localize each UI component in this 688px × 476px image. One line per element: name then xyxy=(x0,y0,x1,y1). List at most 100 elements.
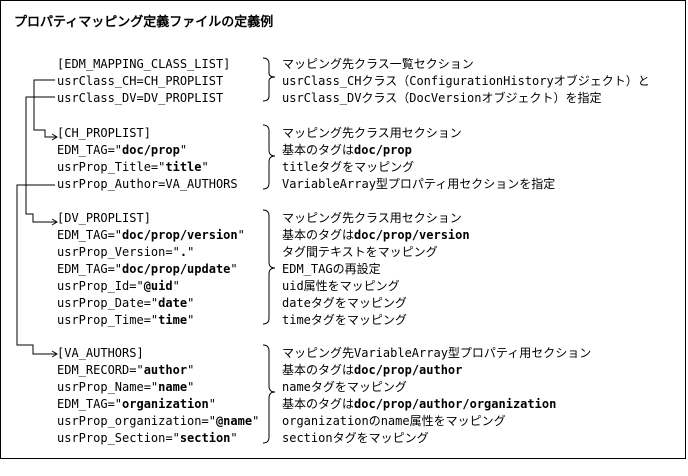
code-text: EDM_RECORD=" xyxy=(57,363,144,377)
code-text: usrProp_Author=VA_AUTHORS xyxy=(57,177,238,191)
desc-block-class-list: マッピング先クラス一覧セクション usrClass_CHクラス（Configura… xyxy=(282,56,650,107)
desc-bold-text: doc/prop/version xyxy=(354,228,470,242)
desc-line: 基本のタグはdoc/prop xyxy=(282,142,555,159)
code-block-dv-proplist: [DV_PROPLIST]EDM_TAG="doc/prop/version"u… xyxy=(57,210,245,329)
desc-line: timeタグをマッピング xyxy=(282,312,470,329)
code-text: usrProp_Version=" xyxy=(57,245,180,259)
code-block-ch-proplist: [CH_PROPLIST]EDM_TAG="doc/prop"usrProp_T… xyxy=(57,125,238,193)
desc-text: usrClass_CHクラス（ConfigurationHistoryオブジェク… xyxy=(282,74,650,88)
desc-text: uid属性をマッピング xyxy=(282,279,400,293)
code-line: usrProp_organization="@name" xyxy=(57,413,259,430)
desc-text: タグ間テキストをマッピング xyxy=(282,245,438,259)
desc-text: マッピング先クラス一覧セクション xyxy=(282,57,474,71)
code-line: usrProp_Section="section" xyxy=(57,430,259,447)
code-text: EDM_TAG=" xyxy=(57,262,123,276)
code-line: EDM_TAG="doc/prop/update" xyxy=(57,261,245,278)
code-text: EDM_TAG=" xyxy=(57,397,123,411)
desc-line: usrClass_DVクラス（DocVersionオブジェクト）を指定 xyxy=(282,90,650,107)
code-text: usrProp_Section=" xyxy=(57,431,180,445)
code-text: [VA_AUTHORS] xyxy=(57,346,144,360)
desc-line: dateタグをマッピング xyxy=(282,295,470,312)
code-line: usrClass_DV=DV_PROPLIST xyxy=(57,90,230,107)
desc-line: nameタグをマッピング xyxy=(282,379,591,396)
desc-line: 基本のタグはdoc/prop/author xyxy=(282,362,591,379)
code-line: usrProp_Name="name" xyxy=(57,379,259,396)
code-block-va-authors: [VA_AUTHORS]EDM_RECORD="author"usrProp_N… xyxy=(57,345,259,447)
code-bold-text: name xyxy=(158,380,188,394)
code-bold-text: . xyxy=(179,245,188,259)
code-text: " xyxy=(201,160,209,174)
desc-text: sectionタグをマッピング xyxy=(282,431,429,445)
code-text: [DV_PROPLIST] xyxy=(57,211,151,225)
desc-line: マッピング先クラス用セクション xyxy=(282,125,555,142)
brace-section-2 xyxy=(262,124,276,190)
connector-ch-proplist xyxy=(33,79,57,138)
code-line: usrProp_Id="@uid" xyxy=(57,278,245,295)
code-line: [VA_AUTHORS] xyxy=(57,345,259,362)
code-bold-text: doc/prop/update xyxy=(122,262,231,276)
code-text: " xyxy=(252,414,260,428)
code-text: usrProp_organization=" xyxy=(57,414,216,428)
desc-text: 基本のタグは xyxy=(282,228,355,242)
code-text: usrClass_CH=CH_PROPLIST xyxy=(57,74,224,88)
desc-text: マッピング先クラス用セクション xyxy=(282,126,462,140)
desc-text: usrClass_DVクラス（DocVersionオブジェクト）を指定 xyxy=(282,91,602,105)
code-text: usrProp_Id=" xyxy=(57,279,144,293)
code-line: [DV_PROPLIST] xyxy=(57,210,245,227)
code-line: usrProp_Date="date" xyxy=(57,295,245,312)
code-text: usrProp_Title=" xyxy=(57,160,166,174)
desc-text: マッピング先VariableArray型プロパティ用セクション xyxy=(282,346,592,360)
code-text: usrClass_DV=DV_PROPLIST xyxy=(57,91,224,105)
code-bold-text: doc/prop xyxy=(122,143,180,157)
code-text: usrProp_Date=" xyxy=(57,296,159,310)
desc-bold-text: doc/prop/author xyxy=(354,363,463,377)
code-text: " xyxy=(230,431,238,445)
desc-line: 基本のタグはdoc/prop/version xyxy=(282,227,470,244)
desc-line: マッピング先クラス一覧セクション xyxy=(282,56,650,73)
code-block-class-list: [EDM_MAPPING_CLASS_LIST] usrClass_CH=CH_P… xyxy=(57,56,230,107)
arrowhead-va-authors xyxy=(51,350,58,358)
desc-text: マッピング先クラス用セクション xyxy=(282,211,462,225)
code-text: " xyxy=(187,296,195,310)
desc-line: マッピング先VariableArray型プロパティ用セクション xyxy=(282,345,591,362)
desc-text: 基本のタグは xyxy=(282,143,355,157)
brace-section-1 xyxy=(262,57,276,102)
code-line: EDM_RECORD="author" xyxy=(57,362,259,379)
code-bold-text: author xyxy=(143,363,188,377)
brace-section-3 xyxy=(262,209,276,325)
code-line: [EDM_MAPPING_CLASS_LIST] xyxy=(57,56,230,73)
code-text: " xyxy=(230,262,238,276)
desc-text: titleタグをマッピング xyxy=(282,160,415,174)
code-text: " xyxy=(187,313,195,327)
code-line: usrProp_Time="time" xyxy=(57,312,245,329)
code-text: EDM_TAG=" xyxy=(57,143,123,157)
connector-dv-proplist xyxy=(25,96,57,223)
code-text: [CH_PROPLIST] xyxy=(57,126,151,140)
desc-text: VariableArray型プロパティ用セクションを指定 xyxy=(282,177,556,191)
desc-block-va-authors: マッピング先VariableArray型プロパティ用セクション基本のタグはdoc… xyxy=(282,345,591,447)
figure-frame xyxy=(0,0,686,459)
desc-bold-text: doc/prop/author/organization xyxy=(354,397,557,411)
arrowhead-ch-proplist xyxy=(51,133,58,141)
code-text: [EDM_MAPPING_CLASS_LIST] xyxy=(57,57,231,71)
code-text: " xyxy=(172,279,180,293)
arrowhead-dv-proplist xyxy=(51,218,58,226)
code-bold-text: organization xyxy=(122,397,209,411)
desc-text: EDM_TAGの再設定 xyxy=(282,262,381,276)
desc-line: VariableArray型プロパティ用セクションを指定 xyxy=(282,176,555,193)
desc-line: タグ間テキストをマッピング xyxy=(282,244,470,261)
desc-line: uid属性をマッピング xyxy=(282,278,470,295)
code-line: usrProp_Version="." xyxy=(57,244,245,261)
brace-section-4 xyxy=(262,344,276,444)
desc-line: sectionタグをマッピング xyxy=(282,430,591,447)
code-text: " xyxy=(187,380,195,394)
code-text: " xyxy=(187,245,195,259)
desc-line: organizationのname属性をマッピング xyxy=(282,413,591,430)
desc-text: 基本のタグは xyxy=(282,363,355,377)
code-bold-text: section xyxy=(179,431,231,445)
desc-text: dateタグをマッピング xyxy=(282,296,407,310)
desc-line: 基本のタグはdoc/prop/author/organization xyxy=(282,396,591,413)
code-line: usrProp_Title="title" xyxy=(57,159,238,176)
